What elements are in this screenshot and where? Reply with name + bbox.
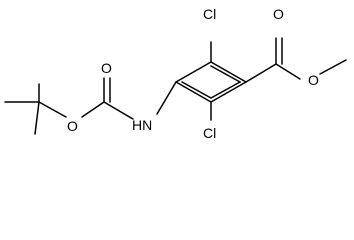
structure-canvas: Cl Cl O O HN O O	[4, 6, 347, 141]
ester-single-bond	[275, 63, 301, 80]
ring-double-bond	[210, 65, 241, 83]
ring-ester-bond	[245, 63, 277, 83]
benzene-ring	[175, 61, 247, 103]
o-methyl-bond	[319, 59, 347, 75]
methoxy-oxygen: O	[308, 72, 319, 88]
ring-bond	[210, 81, 247, 103]
ring-double-bond	[181, 81, 212, 99]
ester-carbonyl-oxygen: O	[273, 6, 284, 22]
chemical-structure-diagram: Cl Cl O O HN O O	[4, 6, 347, 141]
nitrogen-carbamate-bond	[103, 101, 134, 120]
ring-nitrogen-bond	[156, 81, 177, 115]
chlorine-atom-top: Cl	[203, 6, 216, 22]
tert-butoxy-oxygen: O	[67, 118, 78, 134]
o-quaternary-carbon-bond	[38, 101, 67, 118]
ring-double-bond	[210, 81, 241, 99]
tert-butyl-methyl-bond	[34, 101, 40, 135]
ring-bond	[210, 61, 247, 83]
amine-nitrogen: HN	[132, 117, 152, 133]
ring-bond	[175, 81, 212, 103]
chlorine-atom-bottom: Cl	[203, 125, 216, 141]
ring-bond	[175, 61, 212, 83]
carbamate-ester-bond	[81, 101, 105, 118]
carbamate-carbonyl-oxygen: O	[101, 60, 112, 76]
